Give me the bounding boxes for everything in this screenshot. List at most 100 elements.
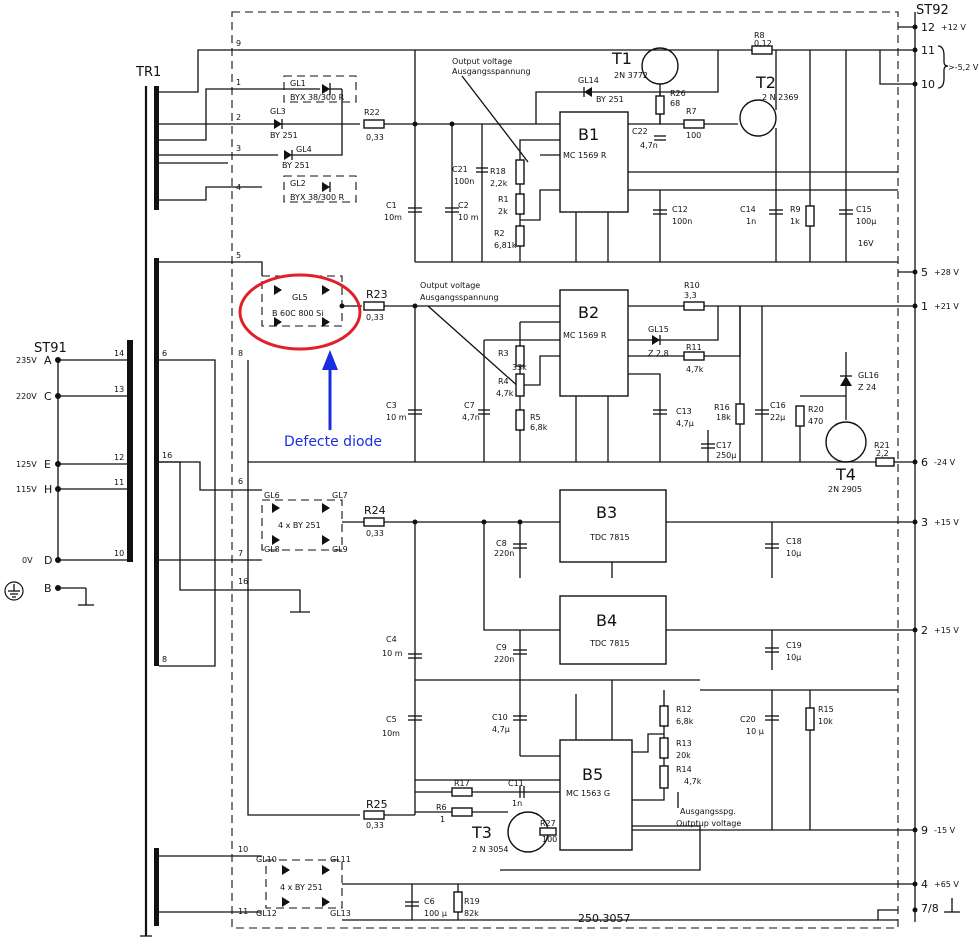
- board-outline: [231, 11, 899, 929]
- svg-text:16V: 16V: [858, 239, 874, 248]
- svg-text:R18: R18: [490, 167, 506, 176]
- svg-text:GL8: GL8: [264, 545, 280, 554]
- svg-text:C4: C4: [386, 635, 397, 644]
- svg-text:250µ: 250µ: [716, 451, 736, 460]
- svg-text:T2: T2: [755, 73, 776, 92]
- svg-text:-15 V: -15 V: [934, 826, 956, 835]
- svg-text:C3: C3: [386, 401, 397, 410]
- defect-label: Defecte diode: [284, 434, 382, 450]
- svg-text:4,7n: 4,7n: [462, 413, 480, 422]
- svg-text:12: 12: [921, 21, 935, 34]
- svg-text:BY 251: BY 251: [596, 95, 624, 104]
- resistor-r18: [515, 159, 525, 185]
- svg-text:220n: 220n: [494, 549, 514, 558]
- svg-text:2,2: 2,2: [876, 449, 889, 458]
- svg-text:C20: C20: [740, 715, 756, 724]
- arrow-head-icon: [322, 350, 338, 370]
- connector-st92: ST92 12 +12 V 11 10 >-5,2 V 5 +28 V 1 +2…: [898, 3, 979, 915]
- gl2-box: [283, 175, 357, 203]
- svg-text:6,8k: 6,8k: [676, 717, 694, 726]
- svg-text:C10: C10: [492, 713, 508, 722]
- winding-3: [154, 848, 159, 926]
- svg-text:4,7µ: 4,7µ: [492, 725, 510, 734]
- svg-text:R8: R8: [754, 31, 765, 40]
- input-0v: 0V: [22, 556, 33, 565]
- svg-text:10 m: 10 m: [458, 213, 479, 222]
- svg-text:T4: T4: [835, 465, 856, 484]
- resistor-r15: [805, 707, 815, 731]
- input-220v: 220V: [16, 392, 37, 401]
- svg-text:10 m: 10 m: [386, 413, 407, 422]
- svg-text:Z 2,8: Z 2,8: [648, 349, 669, 358]
- svg-text:B2: B2: [578, 303, 599, 322]
- svg-text:GL9: GL9: [332, 545, 348, 554]
- svg-text:+15 V: +15 V: [934, 518, 959, 527]
- svg-text:100n: 100n: [454, 177, 474, 186]
- svg-text:+12 V: +12 V: [941, 23, 966, 32]
- svg-text:10k: 10k: [818, 717, 833, 726]
- svg-text:C1: C1: [386, 201, 397, 210]
- svg-text:10m: 10m: [382, 729, 400, 738]
- svg-text:GL5: GL5: [292, 293, 308, 302]
- svg-text:R19: R19: [464, 897, 480, 906]
- svg-text:10µ: 10µ: [786, 653, 801, 662]
- section-b5: C5 10m C10 4,7µ B5 MC 1563 G R17 C11 1n …: [363, 680, 898, 871]
- winding-1: [154, 86, 159, 210]
- input-115v: 115V: [16, 485, 37, 494]
- svg-text:R3: R3: [498, 349, 509, 358]
- svg-text:20k: 20k: [676, 751, 691, 760]
- svg-text:R1: R1: [498, 195, 509, 204]
- svg-text:10m: 10m: [384, 213, 402, 222]
- svg-text:6: 6: [162, 349, 167, 358]
- svg-text:C19: C19: [786, 641, 802, 650]
- svg-text:GL11: GL11: [330, 855, 351, 864]
- svg-text:R10: R10: [684, 281, 700, 290]
- svg-text:3: 3: [236, 144, 241, 153]
- svg-text:MC 1569 R: MC 1569 R: [563, 331, 607, 340]
- svg-text:>-5,2 V: >-5,2 V: [948, 63, 979, 72]
- svg-text:R7: R7: [686, 107, 697, 116]
- svg-text:C9: C9: [496, 643, 507, 652]
- svg-text:100: 100: [542, 835, 557, 844]
- svg-text:BYX 38/300 R: BYX 38/300 R: [290, 93, 345, 102]
- svg-text:GL7: GL7: [332, 491, 348, 500]
- svg-text:TDC 7815: TDC 7815: [589, 533, 630, 542]
- diode-gl15-icon: [652, 335, 660, 345]
- svg-text:MC 1563 G: MC 1563 G: [566, 789, 610, 798]
- svg-text:4,7µ: 4,7µ: [676, 419, 694, 428]
- svg-text:4,7k: 4,7k: [496, 389, 514, 398]
- svg-text:B: B: [44, 582, 52, 595]
- svg-text:0,33: 0,33: [366, 821, 384, 830]
- svg-text:1n: 1n: [746, 217, 756, 226]
- svg-text:C: C: [44, 390, 52, 403]
- svg-text:T1: T1: [611, 49, 632, 68]
- svg-text:2: 2: [236, 113, 241, 122]
- svg-text:100n: 100n: [672, 217, 692, 226]
- svg-text:Output voltage: Output voltage: [452, 57, 512, 66]
- svg-text:5: 5: [236, 251, 241, 260]
- svg-text:+15 V: +15 V: [934, 626, 959, 635]
- resistor-r8: [751, 45, 773, 55]
- svg-text:R26: R26: [670, 89, 686, 98]
- svg-text:100µ: 100µ: [856, 217, 876, 226]
- section-b1: GL1 BYX 38/300 R GL3 BY 251 GL4 BY 251 G…: [262, 31, 898, 263]
- resistor-r11: [683, 351, 705, 361]
- resistor-r17: [451, 787, 473, 797]
- svg-text:+21 V: +21 V: [934, 302, 959, 311]
- svg-text:16: 16: [162, 451, 172, 460]
- ic-b2: [559, 289, 629, 397]
- svg-text:0,33: 0,33: [366, 313, 384, 322]
- svg-text:R21: R21: [874, 441, 890, 450]
- svg-text:Output voltage: Output voltage: [420, 281, 480, 290]
- svg-text:Ausgangsspannung: Ausgangsspannung: [420, 293, 499, 302]
- svg-text:4,7k: 4,7k: [684, 777, 702, 786]
- svg-text:C22: C22: [632, 127, 648, 136]
- svg-text:1: 1: [236, 78, 241, 87]
- svg-text:10: 10: [114, 549, 124, 558]
- svg-text:GL4: GL4: [296, 145, 312, 154]
- svg-text:A: A: [44, 354, 52, 367]
- ic-b4: [559, 595, 667, 665]
- ic-b5: [559, 739, 633, 851]
- svg-text:B5: B5: [582, 765, 603, 784]
- winding-2: [154, 258, 159, 666]
